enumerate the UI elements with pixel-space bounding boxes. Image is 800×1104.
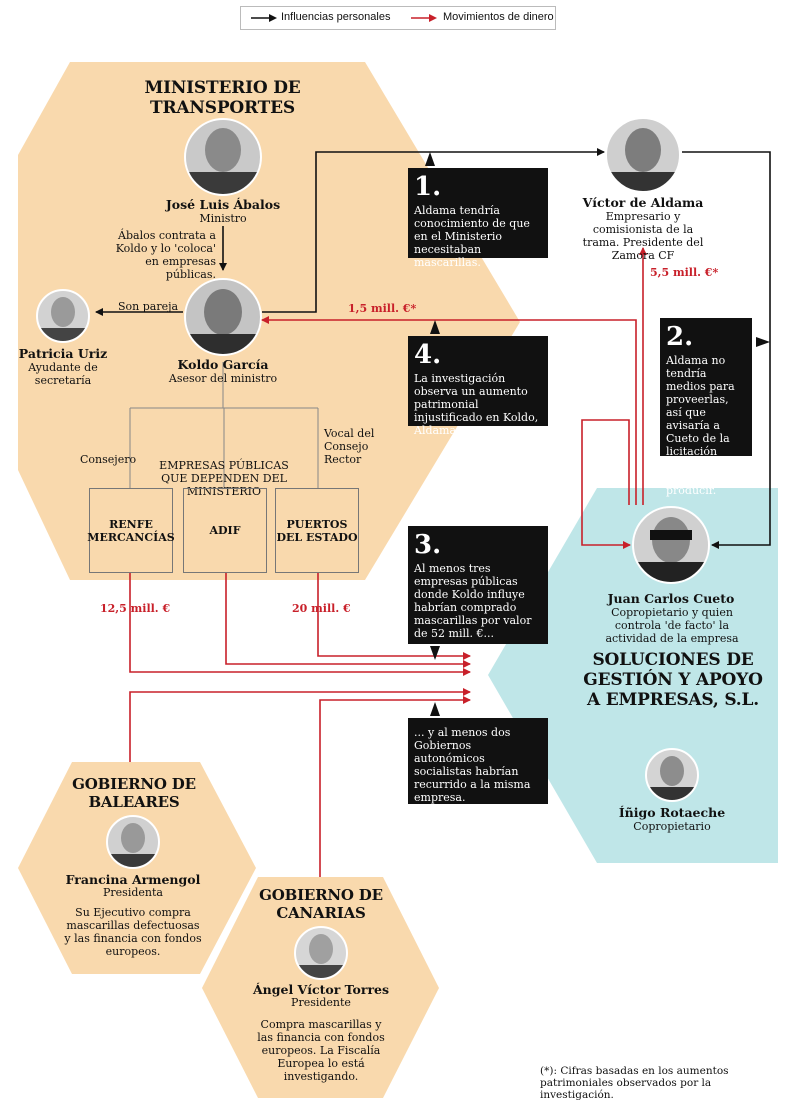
money-cueto-koldo — [261, 316, 637, 505]
arrow-aldama-cueto — [682, 151, 771, 549]
canarias-hexagon — [202, 877, 439, 1098]
amount-puertos: 20 mill. € — [292, 602, 351, 615]
armengol-role: Presidenta — [103, 886, 163, 899]
callout-4-text: La investigación observa un aumento patr… — [414, 372, 539, 437]
callout-3: 3. Al menos tres empresas públicas donde… — [408, 526, 548, 644]
rotaeche-photo — [646, 749, 698, 801]
callout-1-number: 1. — [414, 172, 442, 202]
ministry-title: MINISTERIO DE TRANSPORTES — [144, 78, 301, 118]
money-adif — [225, 572, 471, 668]
abalos-name: José Luis Ábalos — [165, 197, 281, 212]
canarias-note: Compra mascarillas y las financia con fo… — [257, 1018, 385, 1083]
baleares-title: GOBIERNO DE BALEARES — [72, 775, 196, 811]
amount-koldo: 1,5 mill. €* — [348, 302, 417, 315]
koldo-name: Koldo García — [177, 357, 269, 372]
callout-4-number: 4. — [414, 340, 442, 370]
marker-3 — [430, 646, 440, 660]
cueto-photo — [633, 507, 709, 583]
amount-aldama: 5,5 mill. €* — [650, 266, 719, 279]
cueto-name: Juan Carlos Cueto — [607, 591, 735, 606]
company-title: SOLUCIONES DE GESTIÓN Y APOYO A EMPRESAS… — [583, 650, 763, 710]
marker-5 — [430, 702, 440, 716]
arrow-koldo-aldama — [262, 148, 605, 313]
marker-2 — [756, 337, 770, 347]
company-adif: ADIF — [183, 488, 267, 573]
rotaeche-role: Copropietario — [633, 820, 711, 833]
baleares-note: Su Ejecutivo compra mascarillas defectuo… — [64, 906, 202, 958]
rotaeche-name: Íñigo Rotaeche — [618, 805, 726, 820]
legend-red-arrow-icon — [411, 14, 437, 22]
company-hexagon — [488, 488, 778, 863]
money-loop-cueto — [581, 419, 631, 549]
money-canarias — [319, 696, 471, 877]
company-puertos: PUERTOS DEL ESTADO — [275, 488, 359, 573]
aldama-role: Empresario y comisionista de la trama. P… — [582, 210, 704, 262]
armengol-photo — [107, 816, 159, 868]
torres-role: Presidente — [291, 996, 351, 1009]
torres-photo — [295, 927, 347, 979]
abalos-role: Ministro — [199, 212, 247, 225]
aldama-photo — [606, 118, 680, 192]
legend-money-label: Movimientos de dinero — [443, 11, 554, 23]
canarias-title: GOBIERNO DE CANARIAS — [259, 886, 383, 922]
legend-black-arrow-icon — [251, 14, 277, 22]
callout-3-text: Al menos tres empresas públicas donde Ko… — [414, 562, 532, 640]
callout-1-text: Aldama tendría conocimiento de que en el… — [414, 204, 530, 269]
callout-2: 2. Aldama no tendría medios para proveer… — [660, 318, 752, 497]
money-renfe — [129, 572, 471, 676]
patricia-role: Ayudante de secretaría — [28, 361, 98, 387]
legend-personal-label: Influencias personales — [281, 11, 391, 23]
armengol-name: Francina Armengol — [65, 872, 201, 887]
money-arrows — [129, 247, 647, 877]
vocal-label: Vocal del Consejo Rector — [324, 427, 375, 466]
callout-3-number: 3. — [414, 530, 442, 560]
marker-1 — [425, 152, 435, 166]
cueto-role: Copropietario y quien controla 'de facto… — [605, 606, 739, 645]
koldo-role: Asesor del ministro — [168, 372, 278, 385]
callout-5: ... y al menos dos Gobiernos autonómicos… — [408, 718, 548, 804]
patricia-name: Patricia Uriz — [18, 346, 108, 361]
callout-4: 4. La investigación observa un aumento p… — [408, 336, 548, 437]
tree-lines — [129, 362, 319, 488]
company-renfe: RENFE MERCANCÍAS — [87, 488, 175, 573]
consejero-label: Consejero — [80, 453, 137, 466]
callout-5-text: ... y al menos dos Gobiernos autonómicos… — [414, 726, 531, 804]
abalos-note: Ábalos contrata a Koldo y lo 'coloca' en… — [115, 229, 216, 281]
marker-4 — [430, 320, 440, 334]
personal-arrows — [95, 148, 771, 549]
abalos-photo — [185, 119, 261, 195]
aldama-name: Víctor de Aldama — [582, 195, 704, 210]
torres-name: Ángel Víctor Torres — [252, 982, 390, 997]
callout-2-text: Aldama no tendría medios para proveerlas… — [666, 354, 743, 497]
callout-2-number: 2. — [666, 322, 694, 352]
patricia-photo — [37, 290, 89, 342]
ministry-hexagon — [18, 62, 520, 580]
amount-renfe: 12,5 mill. € — [100, 602, 171, 615]
money-baleares — [129, 688, 471, 762]
legend: Influencias personales Movimientos de di… — [240, 6, 556, 30]
callout-1: 1. Aldama tendría conocimiento de que en… — [408, 168, 548, 269]
pareja-label: Son pareja — [118, 300, 179, 313]
footnote: (*): Cifras basadas en los aumentos patr… — [540, 1065, 729, 1101]
money-puertos — [317, 572, 471, 660]
